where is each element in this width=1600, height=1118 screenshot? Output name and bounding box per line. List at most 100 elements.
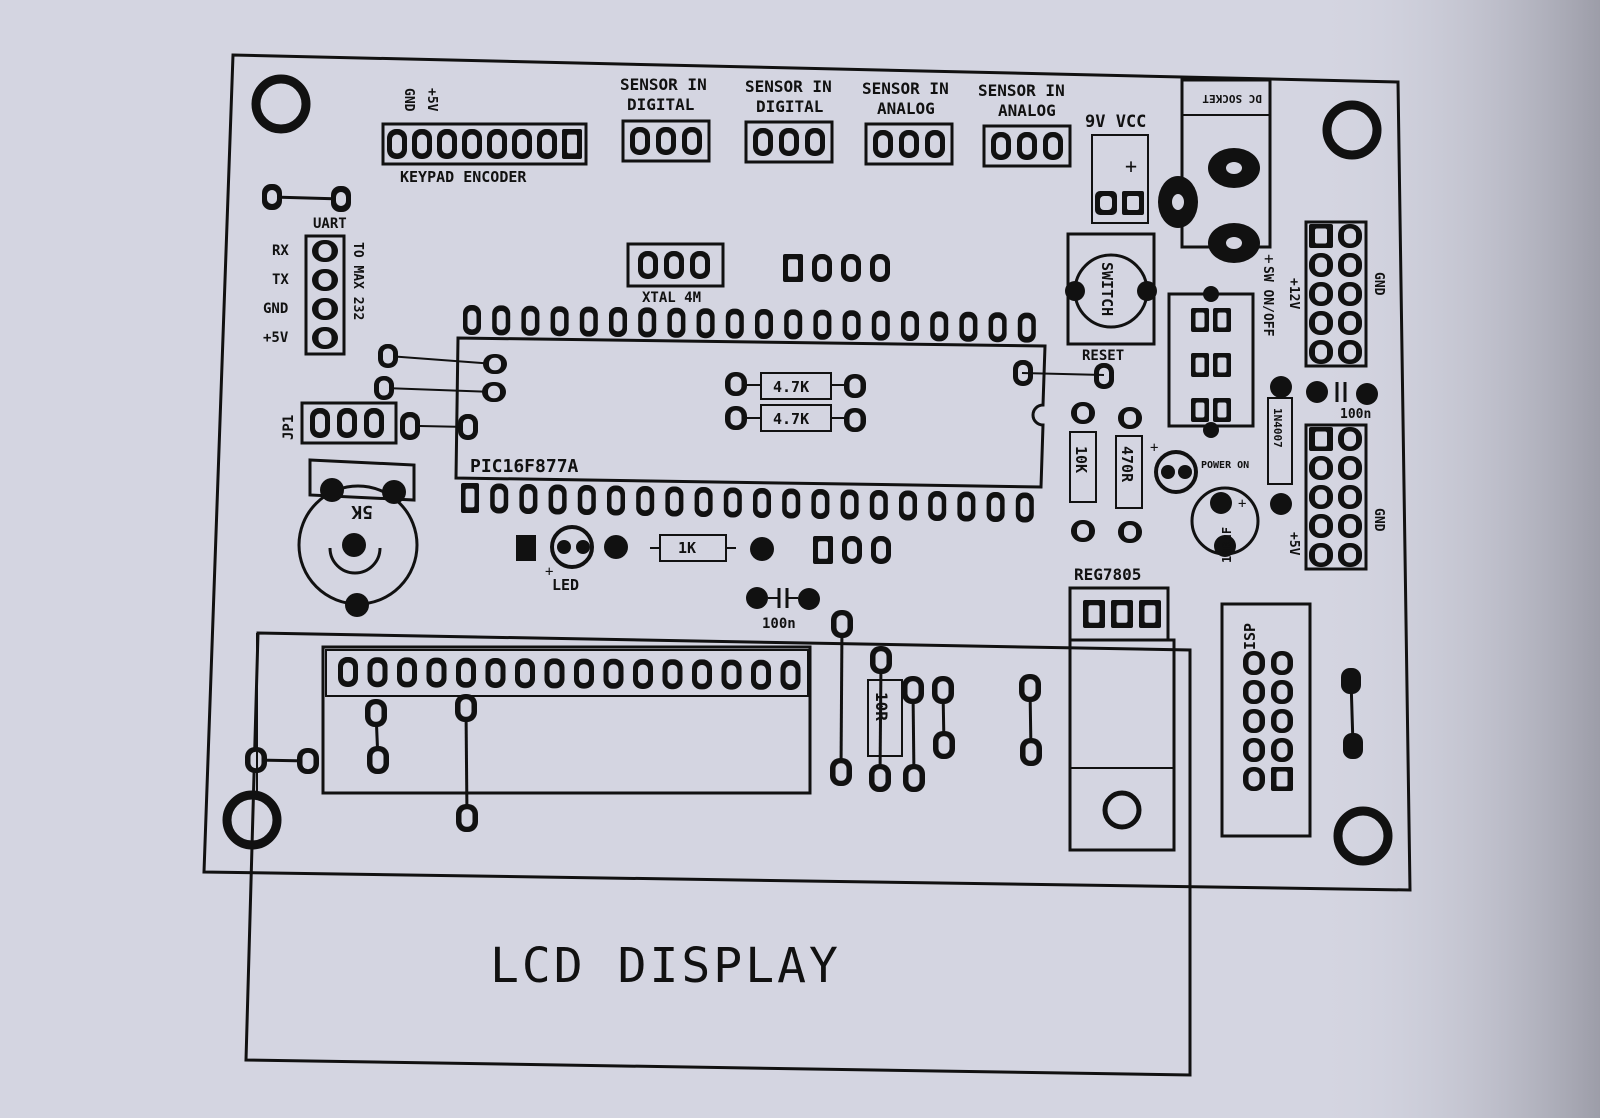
link-a-pad-1-hole <box>370 704 382 722</box>
link-b-pad-1-hole <box>460 699 472 717</box>
xtal-outline <box>626 242 725 288</box>
mcu-pin-top-1-hole <box>467 310 477 330</box>
sensor-4-pad-3-hole <box>1048 137 1058 155</box>
keypad-pad-2-hole <box>417 134 427 154</box>
cap100n-pad-2 <box>798 588 820 610</box>
hdr0-pad-0-1-hole <box>1344 228 1356 244</box>
r470-body <box>1115 435 1143 509</box>
vcc9-pad-1-hole <box>1100 196 1112 210</box>
jumper-wire-top <box>271 195 343 201</box>
r10k-label: 10K <box>1072 446 1090 473</box>
mcu-pin-bottom-8-hole <box>669 492 679 511</box>
power-led-pad-k <box>1178 465 1192 479</box>
onoff-pad-2-1-hole <box>1217 402 1227 418</box>
regulator-pads <box>1083 600 1161 628</box>
uart-rx-label: RX <box>272 243 289 259</box>
r47k-pad-1-hole <box>730 376 742 392</box>
pot-arc <box>328 547 382 575</box>
sw-on-off-label: SW ON/OFF <box>1260 266 1275 337</box>
mcu-pin-top-19-hole <box>993 317 1003 337</box>
regulator-body <box>1068 638 1176 852</box>
mcu-pin-top-13-hole <box>817 315 827 335</box>
led-body <box>550 525 594 569</box>
onoff-pad-bottom <box>1203 422 1219 438</box>
lcd-header-pins <box>338 657 801 690</box>
lcd-pin-10-hole <box>608 664 619 684</box>
hdr1-pad-1-1-hole <box>1344 460 1356 476</box>
xtal-pad-3-hole <box>695 256 705 274</box>
link-c-pad-2-hole <box>835 763 847 781</box>
link-c-wire <box>839 623 844 773</box>
sensor-3-pad-2-hole <box>904 135 914 153</box>
isp-pad-4-1-hole <box>1276 771 1288 787</box>
mcu-pin-top-17-hole <box>934 317 944 336</box>
reset-pad-right-hole <box>1099 367 1109 385</box>
r1k-pad <box>750 537 774 561</box>
mcu-pin-bottom-9-hole <box>699 492 709 512</box>
mcu-pin-bottom-14-hole <box>845 495 855 514</box>
link-e-pad-2-hole <box>908 769 920 787</box>
reset-switch-pad-right <box>1137 281 1157 301</box>
mcu-pin-bottom-17-hole <box>932 496 942 516</box>
r47k-1-label: 4.7K <box>773 378 809 396</box>
four-pad-header <box>783 254 890 282</box>
mcu-pin-top-12-hole <box>788 315 798 334</box>
hdr1-pad-2-0-hole <box>1315 489 1327 505</box>
jp1-outline <box>300 401 398 445</box>
lcd-pin-4-hole <box>431 663 442 682</box>
mcu-pin-top-10-hole <box>730 314 740 333</box>
uart-pad-1-hole <box>318 244 332 258</box>
mcu-pin-bottom-7-hole <box>640 491 650 511</box>
jp1-pad-3-hole <box>369 413 379 433</box>
link-b-wire <box>464 707 469 819</box>
diode-body <box>1267 397 1293 485</box>
sensor-3-pad-1-hole <box>878 135 888 153</box>
mcu-pin-top-2-hole <box>496 311 506 330</box>
isp-pad-2-0-hole <box>1248 713 1260 729</box>
dc-socket-hole-1 <box>1226 162 1242 174</box>
isp-pad-4-0-hole <box>1248 771 1260 787</box>
sensor-3-outline <box>864 122 954 166</box>
mcu-pin-top-20-hole <box>1022 318 1032 337</box>
mcu-pin-bottom-2-hole <box>494 489 504 508</box>
mcu-pin-top-16-hole <box>905 316 915 336</box>
power-led-pad-a <box>1161 465 1175 479</box>
power-on-label: POWER ON <box>1201 460 1249 471</box>
mcu-label: PIC16F877A <box>470 456 579 477</box>
mcu-pin-bottom-15-hole <box>874 495 884 515</box>
lcd-pin-9-hole <box>579 664 589 683</box>
mcu-pin-top-6-hole <box>613 312 623 332</box>
jp1-label: JP1 <box>281 415 297 440</box>
rvert-pad-2-hole <box>1077 524 1089 538</box>
sensor3-type: ANALOG <box>877 99 935 118</box>
sensor1-label: SENSOR IN <box>620 75 707 94</box>
sensor-4-pad-2-hole <box>1022 137 1032 155</box>
mcu-pin-bottom-18-hole <box>961 497 971 516</box>
mcu-pins <box>461 305 1036 523</box>
sensor-1-pad-2-hole <box>661 132 671 150</box>
mcu-link-pad-a-1-hole <box>383 348 393 364</box>
link-b-pad-2-hole <box>461 809 473 827</box>
led-pad-a <box>557 540 571 554</box>
led-pad-square <box>516 535 536 561</box>
mcu-pin-top-4-hole <box>555 311 565 331</box>
cap100n-right-pad-2 <box>1356 383 1378 405</box>
pot-pad-1 <box>320 478 344 502</box>
cap100uf-label: 100uF <box>1220 527 1234 563</box>
mcu-pin-top-9-hole <box>701 313 711 333</box>
to-max232-label: TO MAX 232 <box>350 242 365 320</box>
keypad-encoder-label: KEYPAD ENCODER <box>400 168 527 186</box>
mcu-link-pad-b-2-hole <box>488 385 500 399</box>
link-d-pad-2-hole <box>874 769 886 787</box>
lcd-pin-14-hole <box>726 665 737 684</box>
vcc9-connector-outline <box>1091 134 1149 224</box>
three-pad-header-mid <box>813 536 891 564</box>
sensor-2-pad-1-hole <box>758 133 768 151</box>
isp-pads <box>1243 651 1293 791</box>
cap100n-right-label: 100n <box>1340 407 1371 422</box>
link-f-pad-1-hole <box>937 681 949 699</box>
hdr0-pad-1-1-hole <box>1344 257 1356 273</box>
dc-socket-hole-3 <box>1226 237 1242 249</box>
r47k-pad-2-hole <box>849 378 861 394</box>
